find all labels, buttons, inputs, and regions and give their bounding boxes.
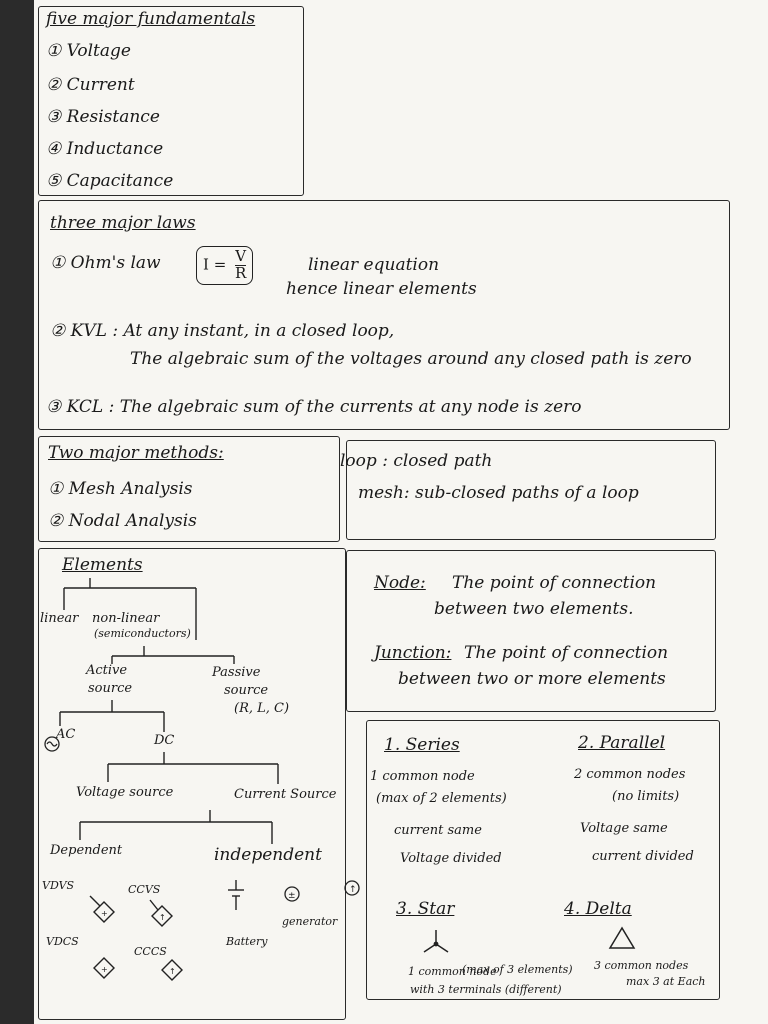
junction-def-1: The point of connection [464,643,669,663]
method-item: ② Nodal Analysis [48,511,197,531]
delta-heading: 4. Delta [564,899,632,919]
current-source-label: Current Source [234,787,337,802]
node-junction-box [346,550,716,712]
fundamentals-box [38,6,304,196]
fundamental-item: ③ Resistance [46,107,160,127]
passive-sub: source [224,683,269,698]
ohm-note-2: hence linear elements [286,279,477,299]
parallel-line-4: current divided [592,849,694,864]
passive-rlc: (R, L, C) [234,701,290,716]
kvl-line-1: ② KVL : At any instant, in a closed loop… [50,321,395,341]
loop-definition: loop : closed path [340,451,493,471]
series-line-4: Voltage divided [400,851,502,866]
vdcs-label: VDCS [46,935,79,948]
generator-label: generator [282,915,338,928]
node-def-1: The point of connection [452,573,657,593]
fundamental-item: ① Voltage [46,41,131,61]
dependent-label: Dependent [50,843,123,858]
active-sub: source [88,681,133,696]
ccvs-label: CCVS [128,883,161,896]
connections-box [366,720,720,1000]
ohm-formula-left: I = [203,255,227,274]
binding-shadow [0,0,34,1024]
junction-def-2: between two or more elements [398,669,666,689]
ac-label: AC [56,727,76,742]
ohm-fraction: V R [235,247,247,282]
star-line-1: 1 common node [408,965,497,978]
linear-label: linear [40,611,79,626]
series-line-2: (max of 2 elements) [376,791,507,806]
star-line-1b: (max of 3 elements) [462,963,573,976]
nonlinear-label: non-linear [92,611,160,626]
star-line-2: with 3 terminals (different) [410,983,562,996]
node-def-2: between two elements. [434,599,634,619]
ohm-denominator: R [235,263,247,282]
parallel-line-1: 2 common nodes [574,767,686,782]
dc-label: DC [154,733,175,748]
svg-text:↑: ↑ [169,967,176,976]
star-heading: 3. Star [396,899,455,919]
notebook-page [34,0,768,1024]
mesh-definition: mesh: sub-closed paths of a loop [358,483,639,503]
fundamental-item: ② Current [46,75,135,95]
vdvs-label: VDVS [42,879,75,892]
ohm-law-label: ① Ohm's law [50,253,161,273]
passive-label: Passive [212,665,261,680]
voltage-source-label: Voltage source [76,785,174,800]
active-label: Active [86,663,128,678]
svg-text:+: + [101,965,108,974]
series-line-3: current same [394,823,482,838]
ohm-formula: I = V R [196,246,254,285]
kvl-line-2: The algebraic sum of the voltages around… [130,349,692,369]
ohm-note-1: linear equation [308,255,440,275]
independent-label: independent [214,845,322,865]
svg-text:±: ± [288,891,296,901]
methods-heading: Two major methods: [48,443,224,463]
loop-mesh-box [346,440,716,540]
cccs-label: CCCS [134,945,167,958]
kcl-line: ③ KCL : The algebraic sum of the current… [46,397,582,417]
svg-text:↑: ↑ [349,885,357,895]
elements-box [38,548,346,1020]
fundamental-item: ④ Inductance [46,139,164,159]
svg-text:+: + [101,909,108,918]
parallel-line-2: (no limits) [612,789,680,804]
series-heading: 1. Series [384,735,460,755]
delta-line-1: 3 common nodes [594,959,689,972]
node-label: Node: [374,573,426,593]
junction-label: Junction: [374,643,452,663]
battery-label: Battery [226,935,268,948]
delta-line-2: max 3 at Each [626,975,706,988]
laws-box [38,200,730,430]
series-line-1: 1 common node [370,769,475,784]
parallel-line-3: Voltage same [580,821,668,836]
nonlinear-sub: (semiconductors) [94,627,191,640]
fundamentals-heading: five major fundamentals [46,9,256,29]
svg-text:↑: ↑ [159,913,166,922]
laws-heading: three major laws [50,213,196,233]
ohm-numerator: V [235,247,247,266]
fundamental-item: ⑤ Capacitance [46,171,174,191]
methods-box [38,436,340,542]
parallel-heading: 2. Parallel [578,733,666,753]
elements-heading: Elements [62,555,143,575]
method-item: ① Mesh Analysis [48,479,193,499]
